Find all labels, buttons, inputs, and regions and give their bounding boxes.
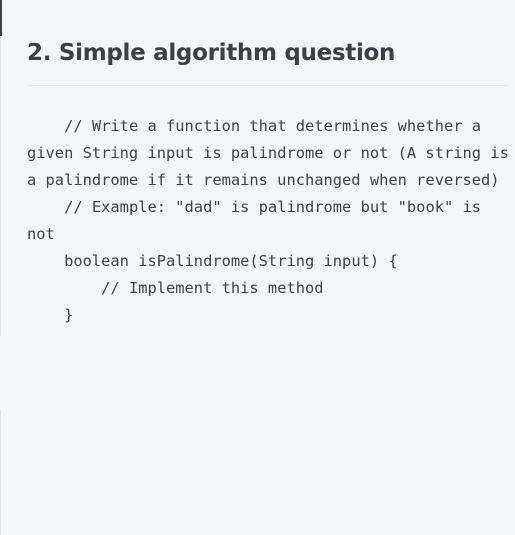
- code-line-comment-example: // Example: "dad" is palindrome but "boo…: [27, 198, 491, 243]
- code-line-comment-implement: // Implement this method: [27, 279, 324, 297]
- code-line-closing-brace: }: [27, 306, 74, 324]
- code-line-method-signature: boolean isPalindrome(String input) {: [27, 252, 398, 270]
- active-section-marker: [0, 0, 2, 36]
- left-border-rule: [0, 36, 1, 336]
- left-border-rule-lower: [0, 410, 1, 535]
- code-line-comment-task: // Write a function that determines whet…: [27, 117, 509, 189]
- section-title: 2. Simple algorithm question: [27, 40, 396, 66]
- code-block: // Write a function that determines whet…: [27, 113, 509, 329]
- title-divider: [27, 85, 509, 86]
